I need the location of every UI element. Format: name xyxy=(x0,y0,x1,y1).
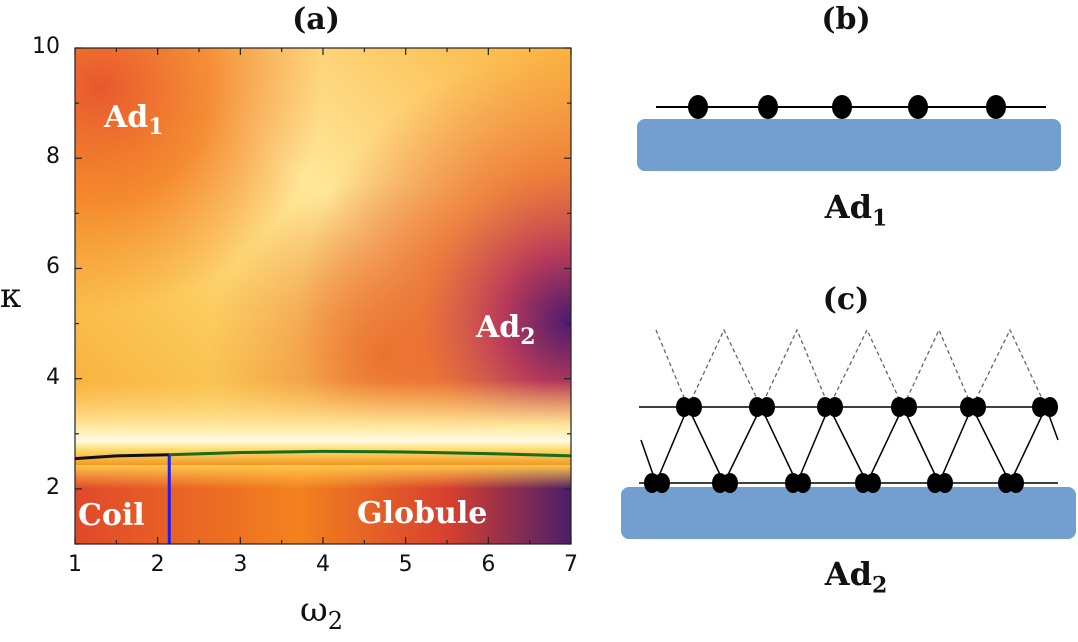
x-tick-label: 1 xyxy=(68,552,82,577)
bead xyxy=(688,95,708,119)
panel-b-label: (b) xyxy=(821,2,871,37)
axis-ticks xyxy=(74,47,572,545)
region-ad1-main: Ad xyxy=(104,100,149,135)
y-axis-title: κ xyxy=(0,276,21,316)
state-ad1-main: Ad xyxy=(824,188,872,226)
x-tick-label: 6 xyxy=(481,552,496,577)
state-ad1-sub: 1 xyxy=(871,205,888,232)
bead xyxy=(908,95,928,119)
coil-adsorption-boundary xyxy=(74,453,170,461)
region-ad1-sub: 1 xyxy=(148,114,164,140)
y-tick-label: 4 xyxy=(46,364,60,390)
region-ad1-label: Ad1 xyxy=(104,100,164,140)
region-coil-label: Coil xyxy=(78,498,145,533)
x-tick-label: 3 xyxy=(233,552,248,577)
x-axis-title-sub: 2 xyxy=(327,606,344,635)
region-ad2-label: Ad2 xyxy=(476,310,536,350)
state-ad2-main: Ad xyxy=(824,555,872,593)
y-tick-label: 2 xyxy=(46,474,60,500)
phase-boundaries xyxy=(74,449,572,544)
y-axis-title-text: κ xyxy=(0,276,22,316)
y-tick-label: 8 xyxy=(46,144,60,170)
bead xyxy=(832,95,852,119)
panel-c-label: (c) xyxy=(822,282,870,317)
globule-adsorption-boundary xyxy=(169,449,572,458)
x-tick-label: 4 xyxy=(316,552,330,577)
y-tick-label: 10 xyxy=(32,34,60,59)
state-ad2-sub: 2 xyxy=(871,572,888,599)
schematic-ad1 xyxy=(637,95,1061,171)
x-tick-label: 2 xyxy=(150,552,165,577)
state-ad2-label: Ad2 xyxy=(786,555,926,598)
bead xyxy=(758,95,778,119)
substrate-b xyxy=(637,119,1061,171)
state-ad1-label: Ad1 xyxy=(786,188,926,231)
solid-chain xyxy=(640,405,1059,486)
y-tick-label: 6 xyxy=(46,254,60,280)
x-axis-title: ω2 xyxy=(300,590,343,635)
region-ad2-sub: 2 xyxy=(520,324,536,350)
schematic-ad2 xyxy=(621,328,1076,539)
panel-a-label: (a) xyxy=(292,2,340,37)
dashed-chain xyxy=(655,328,1047,409)
region-ad2-main: Ad xyxy=(476,310,521,345)
bead xyxy=(986,95,1006,119)
substrate-c xyxy=(621,487,1076,539)
x-tick-label: 5 xyxy=(398,552,413,577)
x-axis-title-main: ω xyxy=(300,590,328,630)
x-tick-label: 7 xyxy=(564,552,578,577)
region-globule-label: Globule xyxy=(357,496,488,531)
lower-beads xyxy=(644,473,1024,493)
upper-beads xyxy=(676,397,1058,417)
